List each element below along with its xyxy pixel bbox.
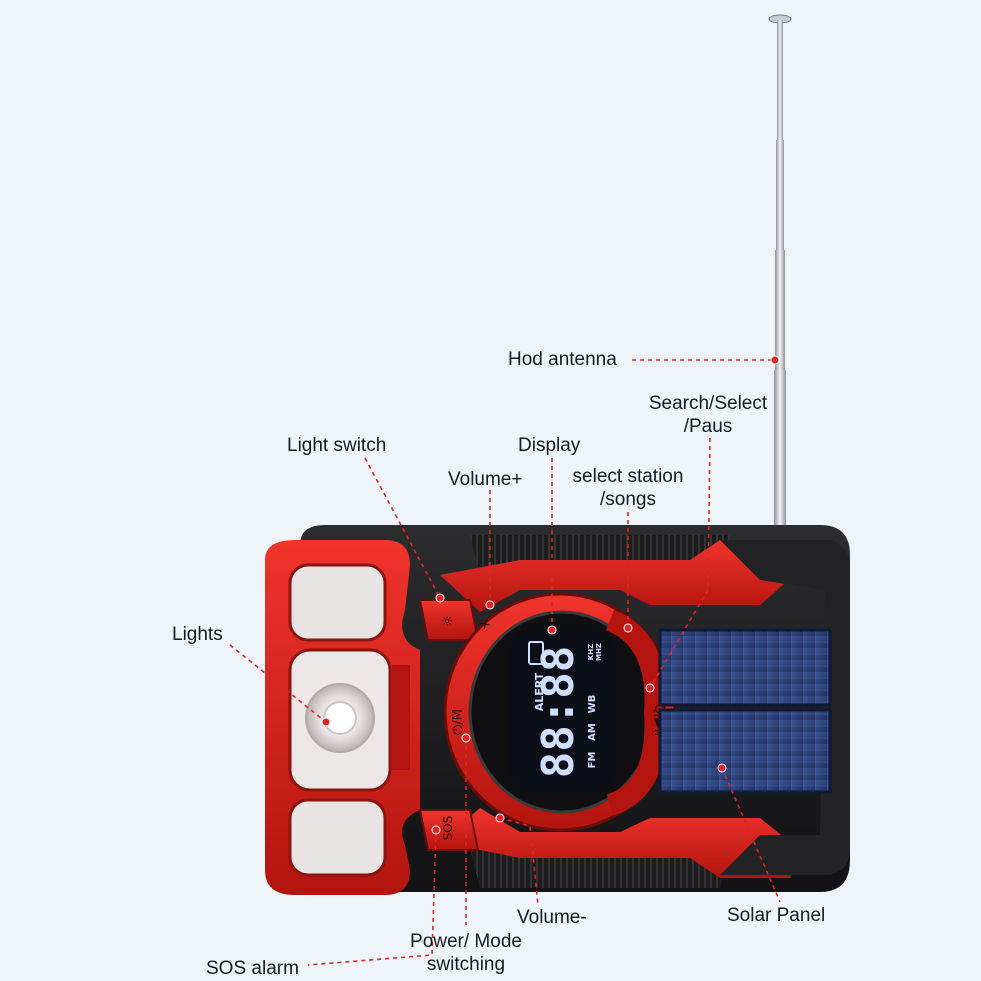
- label-lights: Lights: [172, 624, 223, 645]
- telescopic-antenna: [768, 14, 792, 540]
- sos-button-label: SOS: [441, 816, 455, 841]
- lcd-digits: 88:88: [533, 646, 584, 778]
- left-buttons: ☼: [418, 599, 480, 851]
- label-sos-alarm: SOS alarm: [206, 958, 299, 979]
- label-select-station-line1: select station: [572, 466, 684, 487]
- leader-lines: [229, 359, 781, 966]
- lcd-band-wb: WB: [587, 695, 598, 714]
- label-search-select-line2: /Paus: [683, 416, 733, 437]
- label-volume-minus: Volume-: [517, 907, 587, 928]
- lcd-alert: ALERT: [533, 672, 546, 711]
- label-display: Display: [518, 435, 581, 456]
- lcd-display: 88:88 ALERT FM AM WB KHZ MHZ: [510, 630, 615, 790]
- lcd-unit-mhz: MHZ: [595, 643, 603, 661]
- label-volume-plus: Volume+: [448, 469, 523, 490]
- lcd-unit-khz: KHZ: [587, 644, 595, 660]
- solar-panel: [658, 628, 832, 794]
- light-module: [265, 540, 420, 895]
- label-power-mode-line2: switching: [426, 954, 506, 975]
- label-hod-antenna: Hod antenna: [508, 349, 617, 370]
- lcd-band-fm: FM: [587, 752, 598, 769]
- label-light-switch: Light switch: [287, 435, 387, 456]
- label-select-station: select station /songs: [565, 465, 691, 511]
- svg-text:☼: ☼: [441, 614, 454, 630]
- power-mode-button-label: ⏻/M: [451, 709, 466, 735]
- label-search-select: Search/Select /Paus: [640, 392, 776, 438]
- label-select-station-line2: /songs: [600, 489, 656, 510]
- label-power-mode: Power/ Mode switching: [402, 930, 530, 976]
- svg-text:+: +: [474, 616, 495, 633]
- label-power-mode-line1: Power/ Mode: [410, 931, 522, 952]
- leader-dots: [321, 355, 780, 835]
- battery-icon: [528, 641, 544, 665]
- label-search-select-line1: Search/Select: [648, 393, 768, 414]
- lcd-band-am: AM: [587, 723, 598, 741]
- label-solar-panel: Solar Panel: [727, 905, 826, 926]
